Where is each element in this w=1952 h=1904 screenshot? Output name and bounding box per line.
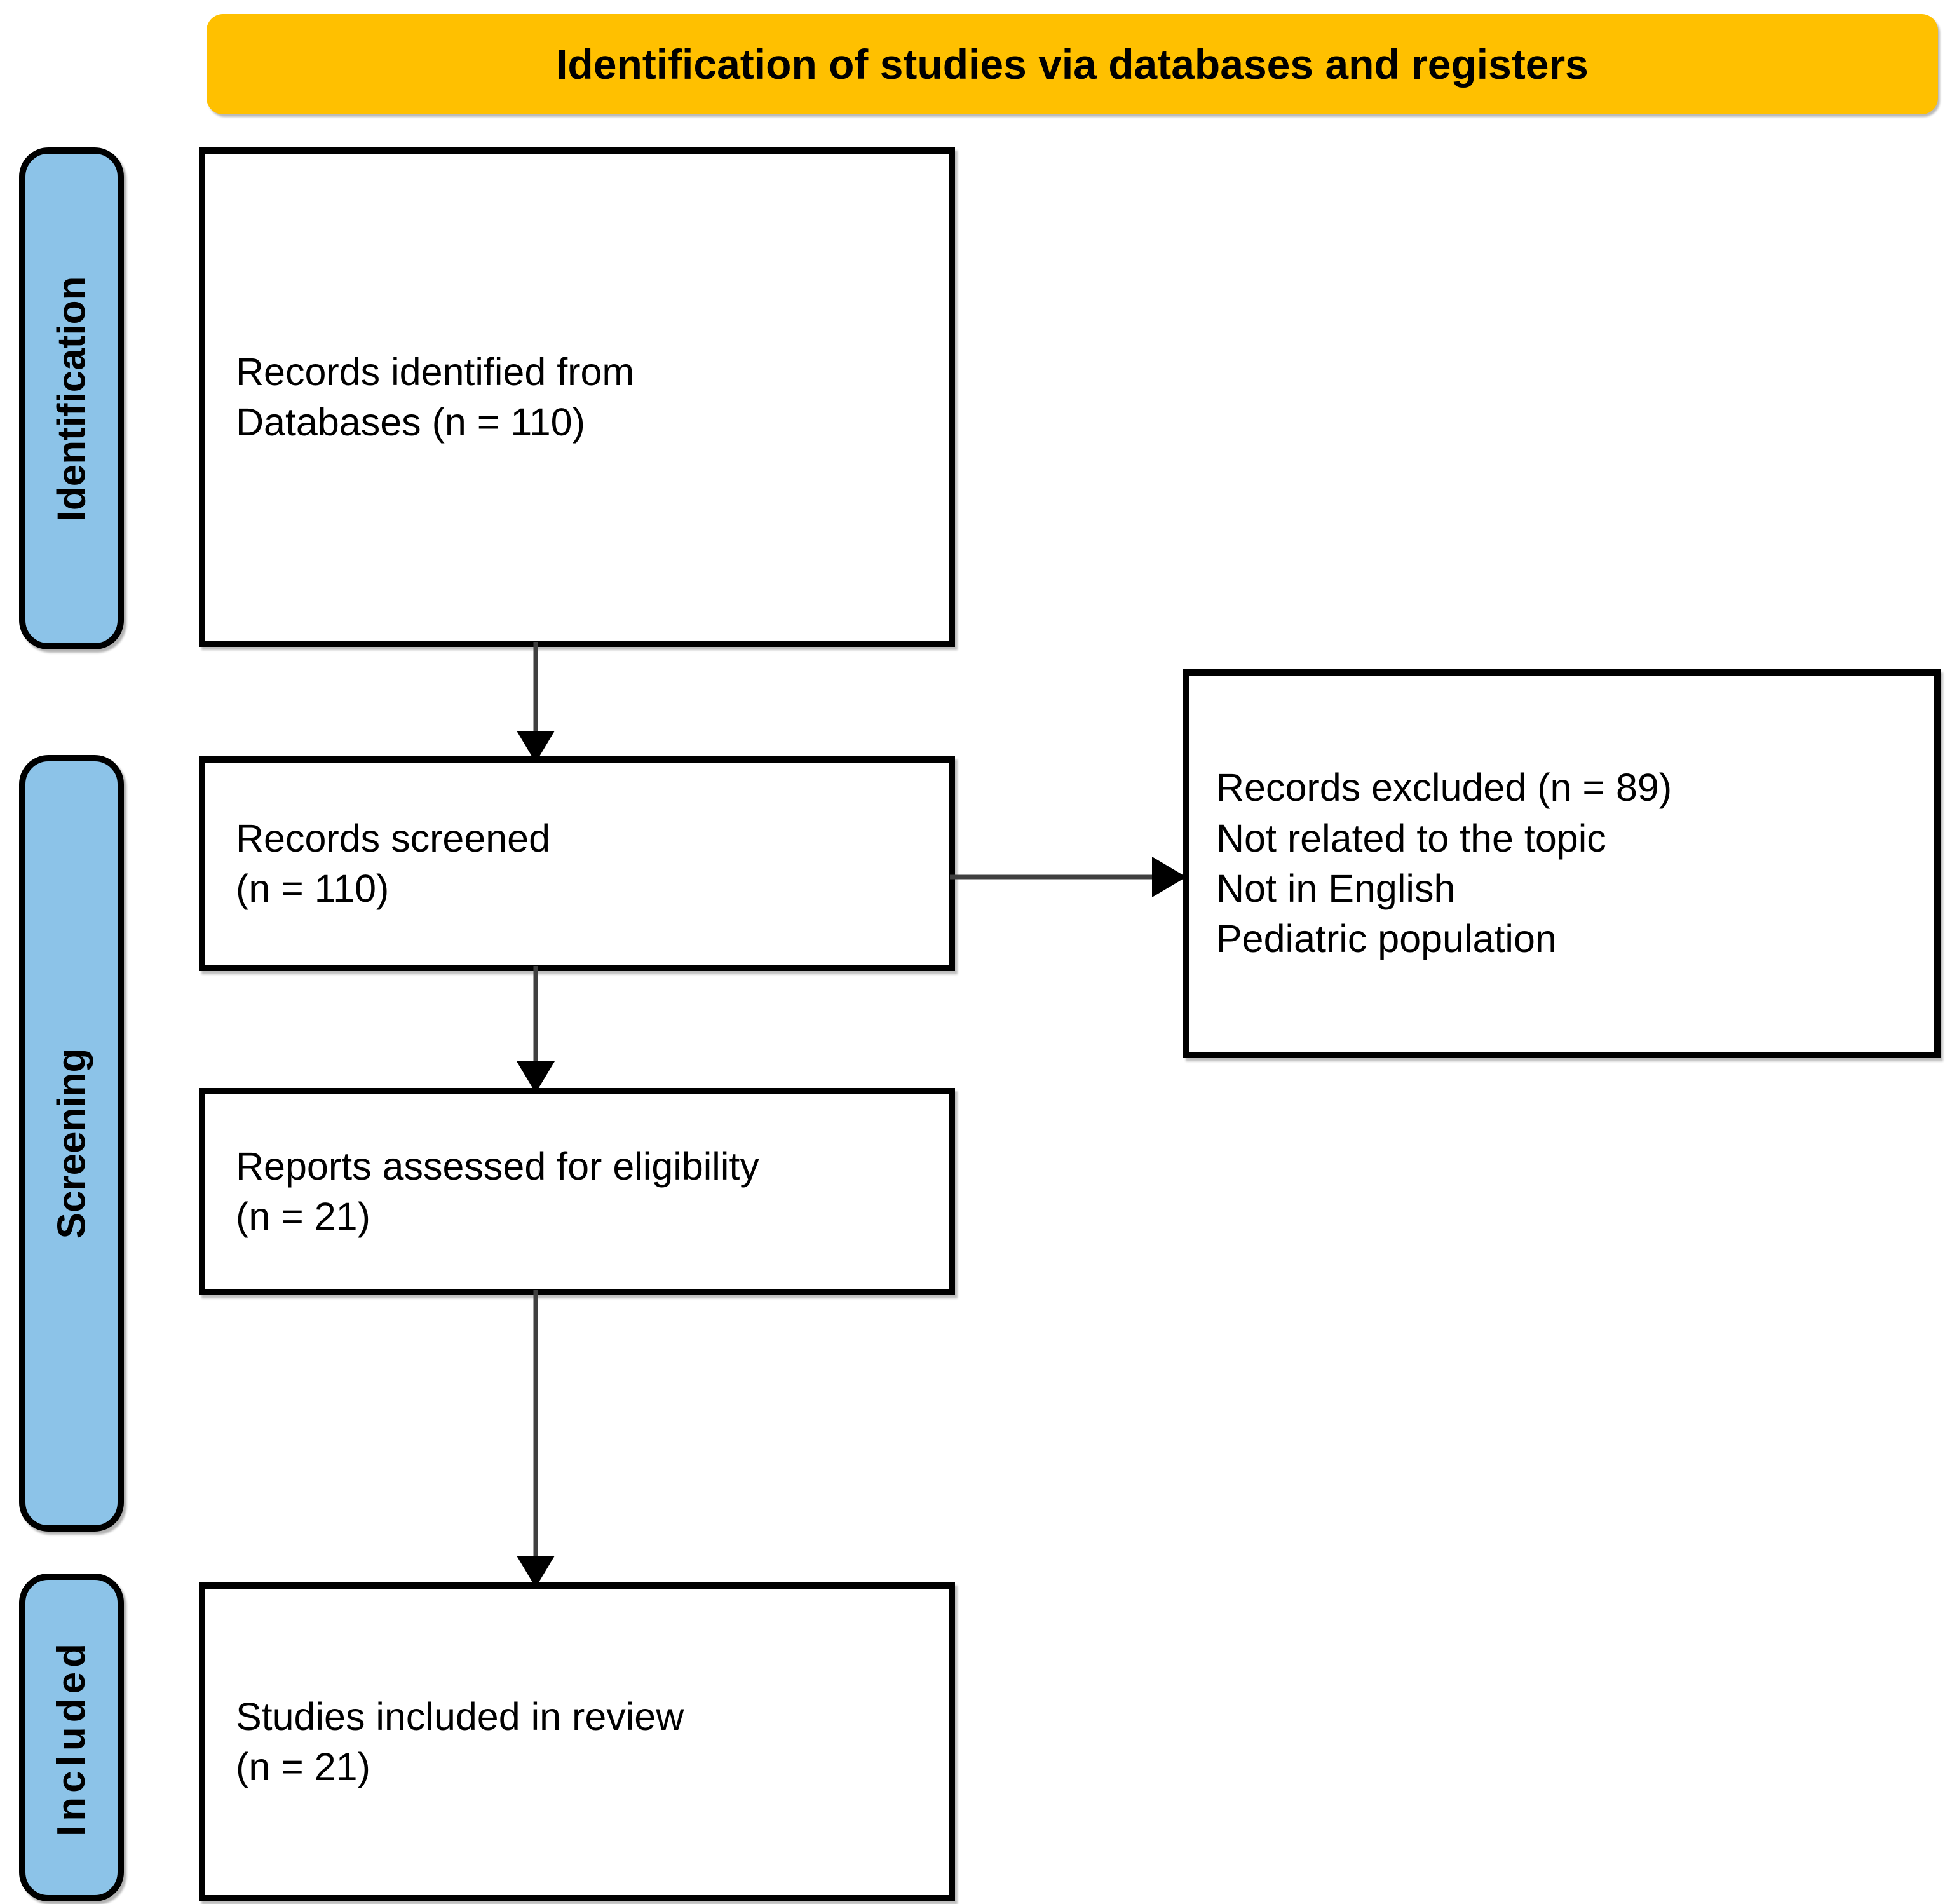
box-studies-included-text: Studies included in review (n = 21) [236, 1694, 684, 1788]
stage-label-included: Included [50, 1638, 93, 1837]
box-records-excluded-text: Records excluded (n = 89) Not related to… [1216, 766, 1672, 961]
stage-label-identification: Identification [50, 276, 93, 521]
box-records-identified: Records identified from Databases (n = 1… [199, 147, 955, 647]
box-records-screened-text: Records screened (n = 110) [236, 816, 551, 910]
box-records-identified-text: Records identified from Databases (n = 1… [236, 350, 635, 444]
stage-band-included: Included [19, 1574, 124, 1901]
box-reports-assessed-text: Reports assessed for eligibility (n = 21… [236, 1144, 759, 1238]
arrow-identified-to-screened [496, 642, 578, 763]
stage-band-screening: Screening [19, 755, 124, 1532]
stage-label-screening: Screening [50, 1048, 93, 1239]
arrow-screened-to-eligibility [496, 966, 578, 1093]
header-banner: Identification of studies via databases … [207, 14, 1938, 114]
box-studies-included: Studies included in review (n = 21) [199, 1582, 955, 1901]
box-records-excluded: Records excluded (n = 89) Not related to… [1183, 669, 1941, 1058]
box-reports-assessed-for-eligibility: Reports assessed for eligibility (n = 21… [199, 1088, 955, 1295]
page-title: Identification of studies via databases … [556, 41, 1589, 88]
stage-band-identification: Identification [19, 147, 124, 649]
box-records-screened: Records screened (n = 110) [199, 756, 955, 971]
arrow-eligibility-to-included [496, 1290, 578, 1588]
arrow-screened-to-excluded [950, 839, 1191, 915]
